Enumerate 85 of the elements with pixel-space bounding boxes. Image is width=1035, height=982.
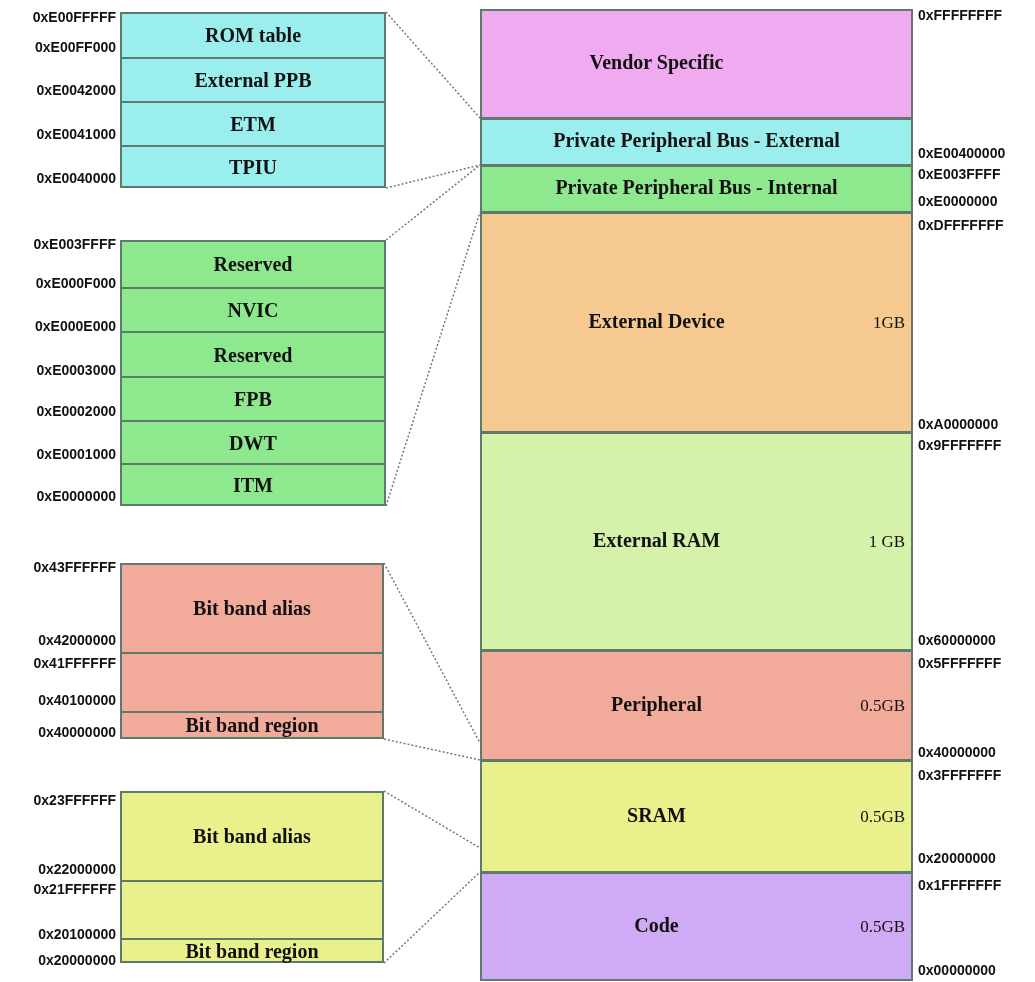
- memory-region-stack: [120, 12, 386, 188]
- region-name: External PPB: [193, 69, 313, 91]
- region-name: SRAM: [626, 803, 687, 826]
- memory-region: [480, 650, 913, 761]
- leader-line: [383, 738, 481, 761]
- leader-line: [383, 871, 481, 964]
- region-name: ITM: [232, 473, 274, 496]
- memory-region: [480, 760, 913, 873]
- address-label: 0xE00400000: [918, 145, 1006, 161]
- memory-region-stack: [120, 240, 386, 506]
- address-label: 0x40000000: [38, 724, 116, 740]
- memory-region: [480, 9, 913, 119]
- address-label: 0xE0001000: [36, 446, 116, 462]
- memory-region: [122, 938, 382, 961]
- address-label: 0x20000000: [918, 850, 996, 866]
- size-label: 1 GB: [868, 531, 905, 552]
- address-label: 0x21FFFFFF: [33, 881, 116, 897]
- address-label: 0x20000000: [38, 952, 116, 968]
- region-name: External RAM: [591, 528, 722, 551]
- region-name: ROM table: [203, 23, 303, 46]
- memory-region: [480, 165, 913, 213]
- address-label: 0xE0000000: [36, 488, 116, 504]
- region-name: Bit band region: [184, 714, 320, 736]
- region-name: ETM: [229, 113, 277, 135]
- region-name: Peripheral: [609, 692, 704, 715]
- memory-region: [122, 711, 382, 737]
- address-label: 0x40100000: [38, 692, 116, 708]
- address-label: 0x42000000: [38, 632, 116, 648]
- address-label: 0x5FFFFFFF: [918, 655, 1002, 671]
- address-label: 0x9FFFFFFF: [918, 437, 1002, 453]
- address-label: 0x3FFFFFFF: [918, 767, 1002, 783]
- size-label: 0.5GB: [860, 916, 905, 937]
- leader-line: [383, 562, 481, 744]
- address-label: 0xE0002000: [36, 403, 116, 419]
- memory-region: [480, 118, 913, 166]
- region-name: NVIC: [226, 299, 280, 321]
- address-label: 0x20100000: [38, 926, 116, 942]
- size-label: 0.5GB: [860, 695, 905, 716]
- address-label: 0x40000000: [918, 744, 996, 760]
- address-label: 0x23FFFFFF: [33, 792, 116, 808]
- memory-region-stack: [120, 563, 384, 739]
- address-label: 0xE0000000: [918, 193, 998, 209]
- address-label: 0xDFFFFFFF: [918, 217, 1004, 233]
- memory-region: [480, 212, 913, 433]
- region-name: Private Peripheral Bus - Internal: [554, 176, 839, 198]
- address-label: 0x41FFFFFF: [33, 655, 116, 671]
- region-name: DWT: [228, 431, 278, 454]
- address-label: 0xE00FFFFF: [32, 9, 116, 25]
- region-name: Bit band alias: [192, 596, 312, 619]
- leader-line: [385, 211, 481, 507]
- address-label: 0xE003FFFF: [33, 236, 116, 252]
- region-name: Reserved: [212, 252, 294, 275]
- region-name: Bit band region: [184, 940, 320, 962]
- address-label: 0xE0003000: [36, 362, 116, 378]
- address-label: 0xE000F000: [35, 275, 116, 291]
- address-label: 0xE003FFFF: [918, 166, 1001, 182]
- address-label: 0x60000000: [918, 632, 996, 648]
- leader-line: [383, 790, 481, 849]
- address-label: 0x1FFFFFFF: [918, 877, 1002, 893]
- region-name: Vendor Specific: [588, 51, 725, 73]
- region-name: FPB: [233, 388, 273, 410]
- address-label: 0xFFFFFFFF: [918, 7, 1002, 23]
- leader-line: [385, 164, 481, 241]
- leader-line: [385, 11, 481, 119]
- region-name: Private Peripheral Bus - External: [552, 129, 841, 151]
- address-label: 0xA0000000: [918, 416, 999, 432]
- region-name: Bit band alias: [192, 824, 312, 847]
- leader-line: [385, 164, 481, 189]
- address-label: 0xE0040000: [36, 170, 116, 186]
- address-label: 0xE00FF000: [35, 39, 116, 55]
- size-label: 1GB: [872, 312, 905, 333]
- region-name: TPIU: [228, 155, 278, 178]
- address-label: 0xE000E000: [35, 318, 116, 334]
- memory-region: [480, 432, 913, 651]
- address-label: 0x00000000: [918, 962, 996, 978]
- memory-region-stack: [120, 791, 384, 963]
- region-name: Code: [633, 913, 680, 936]
- size-label: 0.5GB: [860, 806, 905, 827]
- address-label: 0xE0042000: [36, 82, 116, 98]
- memory-region: [480, 872, 913, 981]
- address-label: 0x22000000: [38, 861, 116, 877]
- region-name: Reserved: [212, 343, 294, 366]
- address-label: 0x43FFFFFF: [33, 559, 116, 575]
- region-name: External Device: [587, 309, 726, 332]
- address-label: 0xE0041000: [36, 126, 116, 142]
